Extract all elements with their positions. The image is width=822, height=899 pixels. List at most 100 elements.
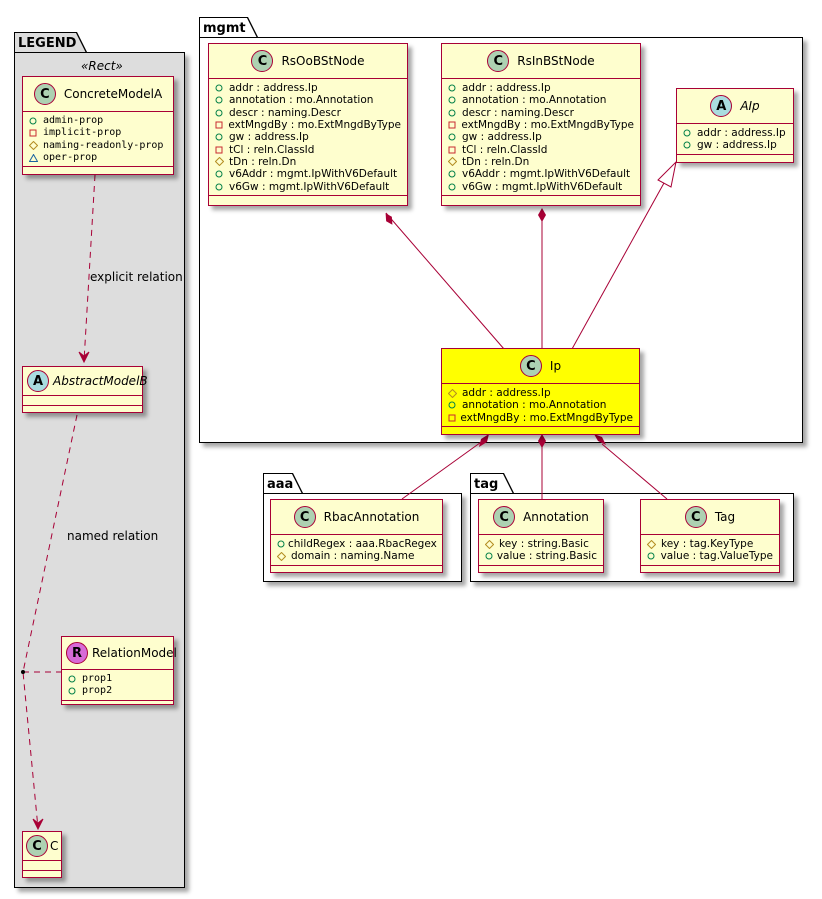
attribute-text: addr : address.Ip bbox=[462, 82, 551, 95]
class-name: Ip bbox=[549, 359, 562, 373]
method-list bbox=[209, 196, 407, 204]
public-visibility-icon bbox=[683, 129, 694, 137]
class-header: A AbstractModelB bbox=[23, 367, 148, 396]
attribute-row: v6Gw : mgmt.IpWithV6Default bbox=[215, 180, 401, 193]
class-c[interactable]: C C bbox=[22, 831, 62, 878]
class-c-icon: C bbox=[684, 506, 707, 528]
attribute-text: admin-prop bbox=[43, 115, 104, 127]
attribute-row: tCl : reln.ClassId bbox=[448, 143, 634, 156]
public-visibility-icon bbox=[485, 552, 494, 560]
ip-annotation-composition bbox=[538, 434, 546, 499]
mgmt-package-tab: mgmt bbox=[200, 18, 257, 38]
public-visibility-icon bbox=[215, 183, 226, 191]
attribute-row: key : string.Basic bbox=[485, 538, 597, 550]
method-list bbox=[641, 566, 779, 574]
named-relation-label: named relation bbox=[67, 529, 159, 543]
ip-tag-composition bbox=[594, 434, 668, 500]
abstract-a-icon: A bbox=[27, 370, 49, 392]
attribute-text: addr : address.Ip bbox=[229, 82, 318, 95]
attribute-text: prop1 bbox=[82, 673, 113, 685]
attribute-row: prop1 bbox=[68, 673, 167, 685]
method-list bbox=[479, 566, 603, 574]
attribute-text: v6Gw : mgmt.IpWithV6Default bbox=[462, 180, 623, 193]
attribute-text: extMngdBy : mo.ExtMngdByType bbox=[460, 411, 633, 424]
protected-visibility-icon bbox=[277, 551, 288, 561]
attribute-row: oper-prop bbox=[29, 152, 167, 164]
public-visibility-icon bbox=[448, 96, 459, 104]
abstract-a-icon: A bbox=[710, 95, 733, 117]
public-visibility-icon bbox=[448, 183, 459, 191]
attribute-text: annotation : mo.Annotation bbox=[229, 94, 374, 107]
attribute-row: extMngdBy : mo.ExtMngdByType bbox=[215, 119, 401, 131]
public-visibility-icon bbox=[448, 133, 459, 141]
attribute-text: tDn : reln.Dn bbox=[462, 155, 530, 168]
attribute-text: extMngdBy : mo.ExtMngdByType bbox=[228, 119, 401, 132]
legend-package-tab: LEGEND bbox=[15, 33, 86, 53]
protected-visibility-icon bbox=[448, 388, 459, 398]
explicit-relation-label: explicit relation bbox=[90, 270, 183, 284]
attribute-text: annotation : mo.Annotation bbox=[462, 399, 607, 412]
attribute-row: annotation : mo.Annotation bbox=[448, 399, 633, 411]
class-name: ConcreteModelA bbox=[63, 87, 163, 101]
attribute-row: gw : address.Ip bbox=[448, 131, 634, 143]
relation-r-icon: R bbox=[66, 642, 88, 664]
attribute-row: gw : address.Ip bbox=[215, 131, 401, 143]
attribute-list bbox=[23, 396, 142, 406]
method-list bbox=[23, 871, 61, 879]
attribute-row: descr : naming.Descr bbox=[215, 107, 401, 119]
class-c-icon: C bbox=[519, 355, 542, 377]
method-list bbox=[442, 196, 640, 204]
attribute-text: domain : naming.Name bbox=[291, 550, 415, 563]
class-name: AbstractModelB bbox=[53, 374, 148, 388]
private-visibility-icon bbox=[215, 146, 226, 154]
public-visibility-icon bbox=[215, 109, 226, 117]
attribute-row: domain : naming.Name bbox=[277, 550, 436, 562]
legend-stereotype: «Rect» bbox=[81, 59, 123, 73]
attribute-text: v6Gw : mgmt.IpWithV6Default bbox=[229, 180, 390, 193]
package-visibility-icon bbox=[29, 154, 40, 163]
attribute-row: value : tag.ValueType bbox=[647, 550, 773, 562]
attribute-row: v6Addr : mgmt.IpWithV6Default bbox=[448, 168, 634, 180]
class-header: R RelationModel bbox=[62, 637, 177, 670]
attribute-text: v6Addr : mgmt.IpWithV6Default bbox=[462, 168, 631, 181]
public-visibility-icon bbox=[448, 401, 459, 409]
protected-visibility-icon bbox=[448, 157, 459, 167]
attribute-row: gw : address.Ip bbox=[683, 139, 787, 151]
tag-package-tab: tag bbox=[471, 474, 513, 494]
class-c-icon: C bbox=[26, 835, 48, 857]
attribute-row: childRegex : aaa.RbacRegex bbox=[277, 538, 437, 550]
attribute-text: implicit-prop bbox=[43, 127, 122, 139]
attribute-text: tCl : reln.ClassId bbox=[229, 143, 315, 156]
class-c-icon: C bbox=[293, 506, 316, 528]
class-name: RelationModel bbox=[92, 646, 177, 660]
class-c-icon: C bbox=[251, 50, 274, 72]
attribute-text: key : tag.KeyType bbox=[661, 538, 754, 551]
public-visibility-icon bbox=[448, 170, 459, 178]
attribute-row: naming-readonly-prop bbox=[29, 140, 167, 152]
method-list bbox=[23, 406, 142, 414]
public-visibility-icon bbox=[68, 687, 79, 695]
attribute-text: value : tag.ValueType bbox=[660, 550, 773, 563]
public-visibility-icon bbox=[215, 84, 226, 92]
class-name: RsOoBStNode bbox=[281, 54, 365, 68]
class-c-icon: C bbox=[493, 506, 516, 528]
class-rbacannotation[interactable]: C RbacAnnotation childRegex : aaa.RbacRe… bbox=[270, 499, 443, 573]
attribute-text: gw : address.Ip bbox=[462, 131, 542, 144]
private-visibility-icon bbox=[448, 121, 458, 129]
private-visibility-icon bbox=[448, 146, 459, 154]
class-header: C Annotation bbox=[479, 500, 603, 535]
class-abstract-model-b[interactable]: A AbstractModelB bbox=[22, 366, 148, 414]
method-list bbox=[23, 167, 173, 175]
